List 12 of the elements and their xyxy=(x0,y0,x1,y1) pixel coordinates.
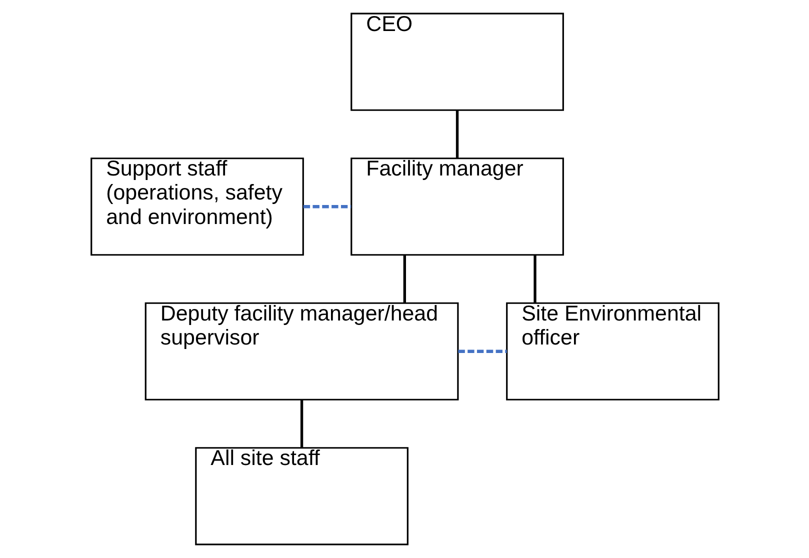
node-box: All site staff xyxy=(194,447,408,546)
connector xyxy=(300,400,303,448)
node-box: Deputy facility manager/head supervisor xyxy=(144,302,458,400)
connector xyxy=(458,350,506,354)
connector xyxy=(455,110,458,158)
connector xyxy=(302,204,351,208)
node-box: CEO xyxy=(350,12,564,111)
connector xyxy=(533,255,536,303)
node-box: Site Environmental officer xyxy=(506,302,719,400)
node-box: Support staff (operations, safety and environment) xyxy=(90,158,304,256)
connector xyxy=(402,255,406,303)
node-box: Facility manager xyxy=(350,158,564,256)
